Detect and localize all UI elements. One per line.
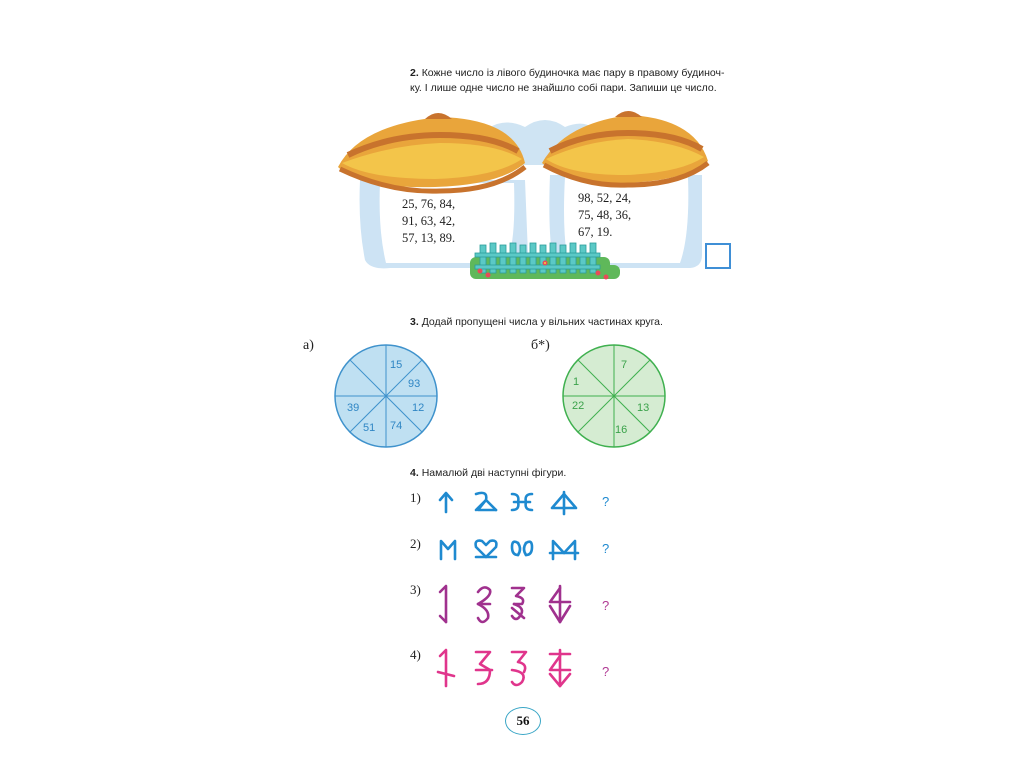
circle-b-value: 13: [637, 402, 649, 414]
pattern-figure: [548, 648, 572, 688]
question-mark-text: ?: [602, 541, 610, 556]
pattern-figure: [510, 540, 534, 557]
circle-b-value: 1: [573, 376, 579, 388]
left-house-row: 57, 13, 89.: [402, 231, 456, 245]
answer-box[interactable]: [705, 243, 731, 269]
pattern-figure: [439, 539, 457, 561]
circle-a-value: 39: [347, 402, 359, 414]
task-4-instruction: Намалюй дві наступні фігури.: [421, 467, 567, 479]
task-2-text: 2. Кожне число із лівого будиночка має п…: [410, 66, 770, 96]
row-label: 3): [410, 582, 421, 597]
pattern-figure: [510, 650, 528, 687]
pattern-row-2: [439, 539, 580, 561]
question-mark-text: ?: [602, 494, 610, 509]
page-number: 56: [516, 713, 530, 728]
right-house-row: 75, 48, 36,: [578, 208, 632, 222]
circle-a-value: 12: [412, 402, 424, 414]
question-mark: ?: [602, 598, 609, 613]
task-3-instruction: Додай пропущені числа у вільних частинах…: [421, 316, 663, 328]
pattern-figure: [548, 584, 572, 624]
right-house-row: 98, 52, 24,: [578, 191, 632, 205]
pattern-figure: [510, 492, 534, 512]
pattern-row-1: [438, 490, 578, 516]
question-mark: ?: [602, 664, 609, 679]
pattern-figure: [548, 539, 580, 561]
question-mark: ?: [602, 541, 609, 556]
pattern-figure: [438, 584, 448, 624]
question-mark-text: ?: [602, 664, 610, 679]
pattern-figure: [436, 648, 456, 688]
right-house-row: 67, 19.: [578, 225, 613, 239]
task-2-line-2: ку. І лише одне число не знайшло собі па…: [410, 82, 717, 94]
task-3-number: 3.: [410, 316, 419, 328]
circle-a-value: 93: [408, 378, 420, 390]
question-mark-text: ?: [602, 598, 610, 613]
pattern-figure: [474, 650, 494, 686]
pattern-figure: [550, 490, 578, 516]
pattern-row-3: [438, 584, 572, 624]
left-house-row: 91, 63, 42,: [402, 214, 456, 228]
circle-b-value: 7: [621, 359, 627, 371]
task-4-text: 4. Намалюй дві наступні фігури.: [410, 466, 566, 481]
houses-illustration: [338, 111, 710, 280]
circle-b-value: 22: [572, 400, 584, 412]
pattern-figure: [474, 491, 498, 512]
pattern-figure: [474, 539, 498, 559]
pattern-row-4: [436, 648, 572, 688]
fence: [470, 242, 620, 280]
left-house-numbers: 25, 76, 84, 91, 63, 42, 57, 13, 89.: [402, 196, 455, 247]
circle-b: 7 1 22 13 16: [562, 344, 666, 448]
row-label: 1): [410, 490, 421, 505]
task-3-text: 3. Додай пропущені числа у вільних части…: [410, 315, 663, 330]
right-house-numbers: 98, 52, 24, 75, 48, 36, 67, 19.: [578, 190, 631, 241]
circle-a-value: 74: [390, 420, 402, 432]
circle-b-value: 16: [615, 424, 627, 436]
left-house-row: 25, 76, 84,: [402, 197, 456, 211]
circle-a-value: 15: [390, 359, 402, 371]
circle-a: 15 93 12 74 51 39: [334, 344, 438, 448]
circle-a-value: 51: [363, 422, 375, 434]
task-4-number: 4.: [410, 467, 419, 479]
task-2-number: 2.: [410, 67, 419, 79]
right-house: [542, 111, 710, 269]
row-label: 2): [410, 536, 421, 551]
circle-a-label: а): [303, 338, 314, 353]
task-2-line-1: Кожне число із лівого будиночка має пару…: [421, 67, 725, 79]
pattern-figure: [510, 586, 526, 621]
pattern-figure: [476, 586, 492, 624]
row-label: 4): [410, 647, 421, 662]
question-mark: ?: [602, 494, 609, 509]
circle-b-label: б*): [531, 338, 550, 353]
page-number-badge: 56: [505, 707, 541, 735]
pattern-figure: [438, 491, 454, 514]
